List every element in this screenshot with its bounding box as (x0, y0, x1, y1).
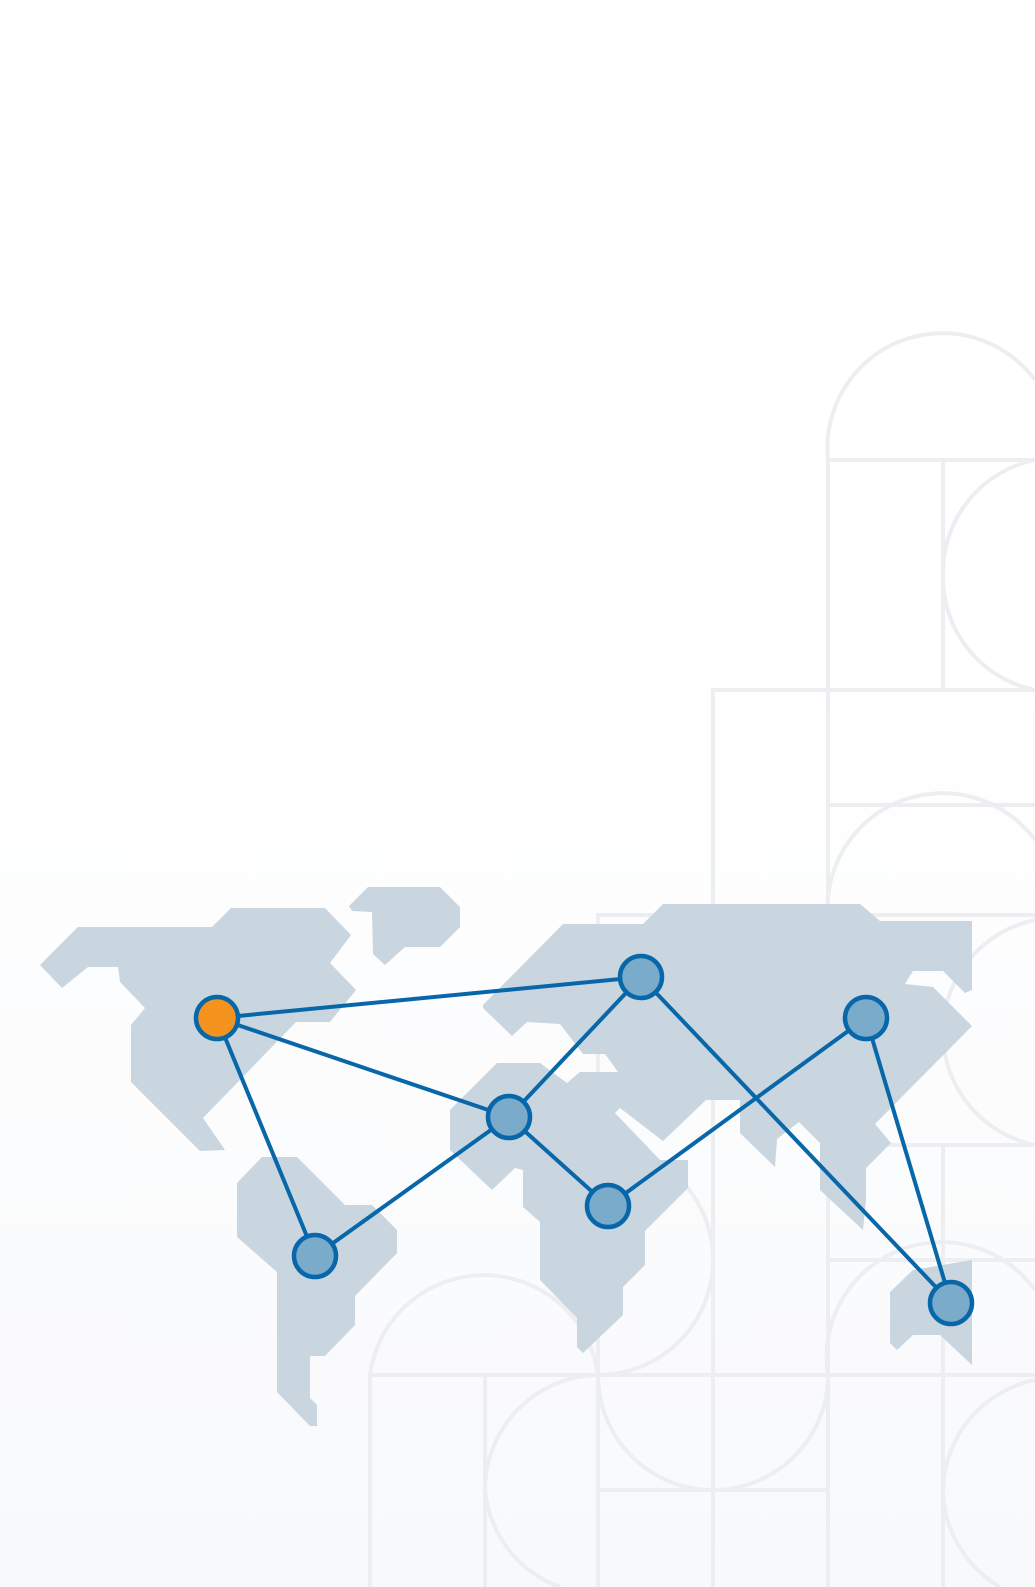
link-africa-north-south-america (313, 1115, 511, 1258)
link-europe-africa-north (507, 975, 643, 1119)
network-node-australia (927, 1279, 975, 1327)
link-africa-east-east-asia (606, 1016, 868, 1208)
world-map (40, 887, 972, 1426)
eurasia-africa-shape (450, 904, 972, 1353)
link-north-america-south-america (215, 1017, 317, 1257)
link-north-america-africa-north (216, 1016, 510, 1119)
greenland-shape (349, 887, 460, 965)
link-europe-australia (639, 975, 953, 1305)
network-node-africa-east (584, 1182, 632, 1230)
south-america-shape (237, 1157, 397, 1426)
network-node-south-america (291, 1232, 339, 1280)
network-node-east-asia (842, 994, 890, 1042)
network-node-europe (617, 953, 665, 1001)
network-node-africa-north (485, 1093, 533, 1141)
network-links (215, 975, 953, 1305)
link-east-asia-australia (864, 1017, 953, 1304)
origin-node-north-america (193, 994, 241, 1042)
network-nodes (193, 953, 975, 1327)
link-north-america-europe (216, 975, 642, 1020)
